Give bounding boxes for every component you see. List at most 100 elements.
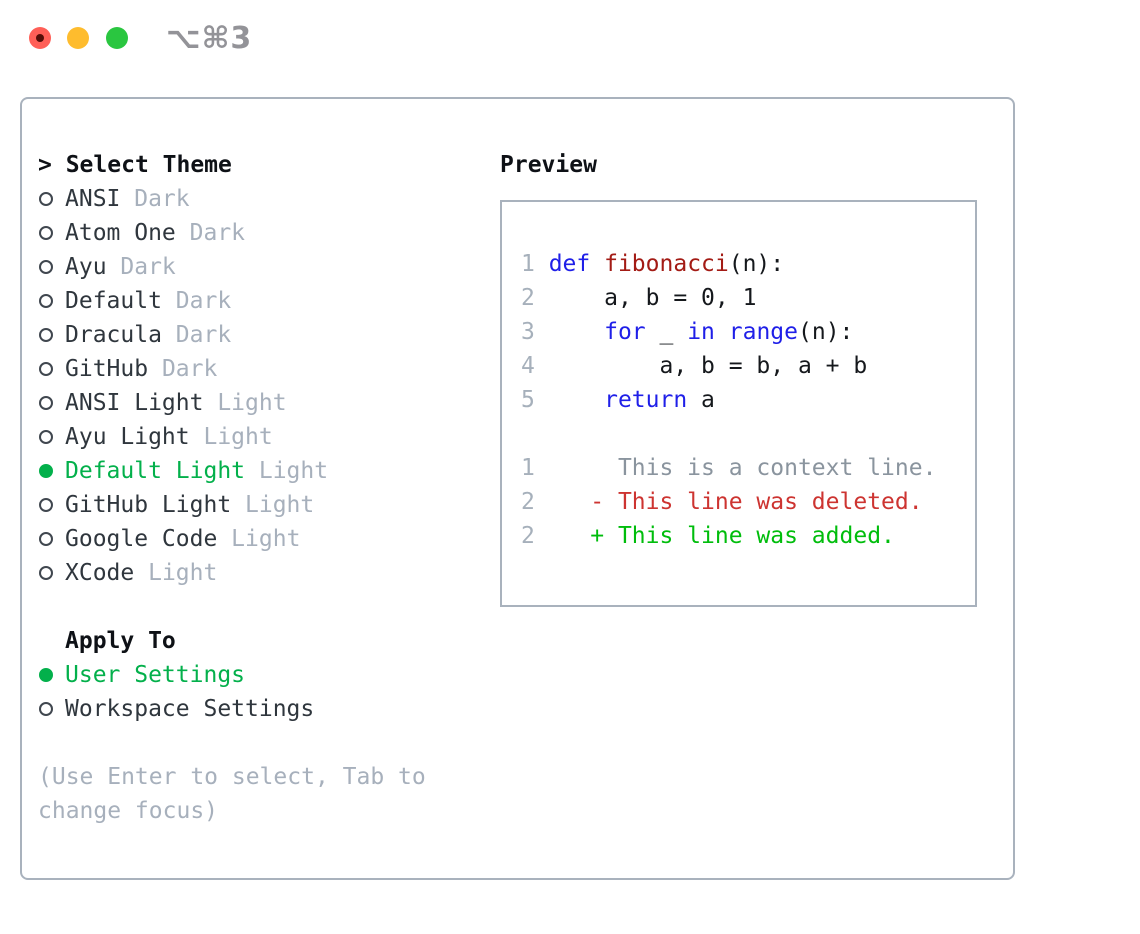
select-theme-title: Select Theme <box>65 152 232 178</box>
apply-to-option[interactable]: User Settings <box>38 658 478 692</box>
radio-icon <box>39 226 53 240</box>
apply-to-header: Apply To <box>65 628 176 654</box>
code-token: def <box>548 251 591 277</box>
theme-variant: Dark <box>175 220 246 246</box>
code-line: 5 return a <box>521 387 975 421</box>
preview-title: Preview <box>500 152 597 178</box>
diff-line-deleted: 2 - This line was deleted. <box>521 489 975 523</box>
titlebar: ⌥⌘3 <box>0 0 1140 76</box>
code-token: a, b = 0, 1 <box>548 285 757 311</box>
theme-variant: Dark <box>106 254 176 280</box>
theme-name: ANSI <box>65 186 121 212</box>
line-number: 5 <box>521 387 535 413</box>
line-number: 2 <box>521 285 535 311</box>
theme-name: ANSI Light <box>65 390 204 416</box>
radio-icon <box>39 192 53 206</box>
code-token: (n): <box>728 251 785 277</box>
theme-option[interactable]: Atom One Dark <box>38 216 478 250</box>
theme-option[interactable]: Default Light Light <box>38 454 478 488</box>
line-number: 4 <box>521 353 535 379</box>
apply-to-name: User Settings <box>65 662 246 688</box>
code-line: 3 for _ in range(n): <box>521 319 975 353</box>
select-theme-header: > Select Theme <box>38 148 478 182</box>
theme-option[interactable]: XCode Light <box>38 556 478 590</box>
code-line: 4 a, b = b, a + b <box>521 353 975 387</box>
radio-selected-icon <box>39 464 53 478</box>
radio-icon <box>39 702 53 716</box>
theme-name: Ayu <box>65 254 107 280</box>
line-number: 3 <box>521 319 535 345</box>
theme-name: Atom One <box>65 220 176 246</box>
radio-icon <box>39 498 53 512</box>
maximize-button[interactable] <box>106 27 128 49</box>
diff-text: - This line was deleted. <box>548 489 923 515</box>
radio-icon <box>39 430 53 444</box>
help-text-line-2: change focus) <box>38 798 219 824</box>
theme-option[interactable]: GitHub Light Light <box>38 488 478 522</box>
theme-variant: Light <box>203 390 287 416</box>
theme-name: Ayu Light <box>65 424 190 450</box>
code-token: a <box>687 387 715 413</box>
code-token: fibonacci <box>604 251 729 277</box>
diff-preview: 1 This is a context line.2 - This line w… <box>521 455 975 557</box>
code-token <box>549 387 604 413</box>
spacer <box>38 590 478 624</box>
code-token: _ <box>645 319 688 345</box>
radio-icon <box>39 396 53 410</box>
code-token <box>590 251 604 277</box>
theme-option[interactable]: Default Dark <box>38 284 478 318</box>
theme-option[interactable]: Ayu Dark <box>38 250 478 284</box>
theme-name: GitHub Light <box>65 492 232 518</box>
theme-variant: Dark <box>148 356 218 382</box>
theme-name: XCode <box>65 560 135 586</box>
code-line: 2 a, b = 0, 1 <box>521 285 975 319</box>
theme-option[interactable]: Google Code Light <box>38 522 478 556</box>
theme-variant: Dark <box>161 322 232 348</box>
radio-icon <box>39 362 53 376</box>
radio-selected-icon <box>39 668 53 682</box>
apply-to-option[interactable]: Workspace Settings <box>38 692 478 726</box>
help-text-line-1: (Use Enter to select, Tab to <box>38 764 426 790</box>
code-token: return <box>604 387 688 413</box>
prompt-caret-icon: > <box>38 152 66 178</box>
code-token: a, b = b, a + b <box>548 353 868 379</box>
code-token: in <box>687 319 715 345</box>
theme-variant: Light <box>245 458 329 484</box>
theme-variant: Dark <box>161 288 232 314</box>
close-button[interactable] <box>29 27 51 49</box>
diff-text: + This line was added. <box>548 523 895 549</box>
line-number: 1 <box>521 251 535 277</box>
theme-variant: Light <box>217 526 301 552</box>
theme-name: Default Light <box>65 458 246 484</box>
radio-icon <box>39 260 53 274</box>
blank-line <box>521 421 975 455</box>
line-number: 2 <box>521 489 535 515</box>
code-token <box>549 319 604 345</box>
theme-variant: Light <box>231 492 315 518</box>
code-token: (n): <box>798 319 854 345</box>
minimize-button[interactable] <box>67 27 89 49</box>
window-shortcut-label: ⌥⌘3 <box>166 21 253 56</box>
theme-option[interactable]: Dracula Dark <box>38 318 478 352</box>
theme-option[interactable]: ANSI Dark <box>38 182 478 216</box>
theme-name: Default <box>65 288 162 314</box>
radio-icon <box>39 328 53 342</box>
theme-name: Google Code <box>65 526 218 552</box>
theme-option[interactable]: GitHub Dark <box>38 352 478 386</box>
theme-option[interactable]: ANSI Light Light <box>38 386 478 420</box>
diff-line-added: 2 + This line was added. <box>521 523 975 557</box>
theme-option[interactable]: Ayu Light Light <box>38 420 478 454</box>
line-number: 2 <box>521 523 535 549</box>
code-token: range <box>728 319 798 345</box>
theme-name: Dracula <box>65 322 162 348</box>
diff-line-context: 1 This is a context line. <box>521 455 975 489</box>
code-line: 1 def fibonacci(n): <box>521 251 975 285</box>
code-token: for <box>604 319 646 345</box>
theme-variant: Light <box>189 424 273 450</box>
